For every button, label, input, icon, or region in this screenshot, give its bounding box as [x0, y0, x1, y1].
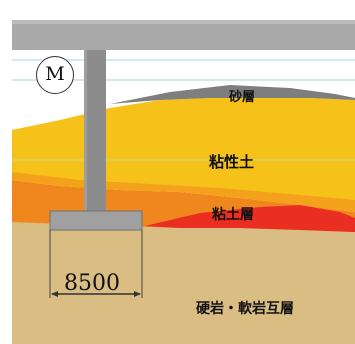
marker-circle-label: M	[36, 56, 74, 94]
dimension-arrow-left	[51, 291, 58, 297]
rock-layer-label: 硬岩・軟岩互層	[196, 301, 294, 317]
deck-beam-shade	[12, 20, 355, 24]
pier-column-edge	[84, 50, 87, 212]
footing	[49, 210, 143, 231]
sand-layer-label: 砂層	[229, 90, 256, 105]
red-clay-lens	[145, 205, 355, 232]
rock-layer	[12, 218, 355, 344]
deck-beam	[12, 20, 355, 50]
clay-layer-label: 粘性土	[209, 153, 255, 171]
sand-lens	[110, 85, 355, 104]
footing-width-dimension: 8500	[64, 271, 120, 296]
pier-column	[84, 50, 106, 212]
dimension-arrow-right	[134, 291, 141, 297]
red-clay-layer-label: 粘土層	[212, 207, 254, 223]
